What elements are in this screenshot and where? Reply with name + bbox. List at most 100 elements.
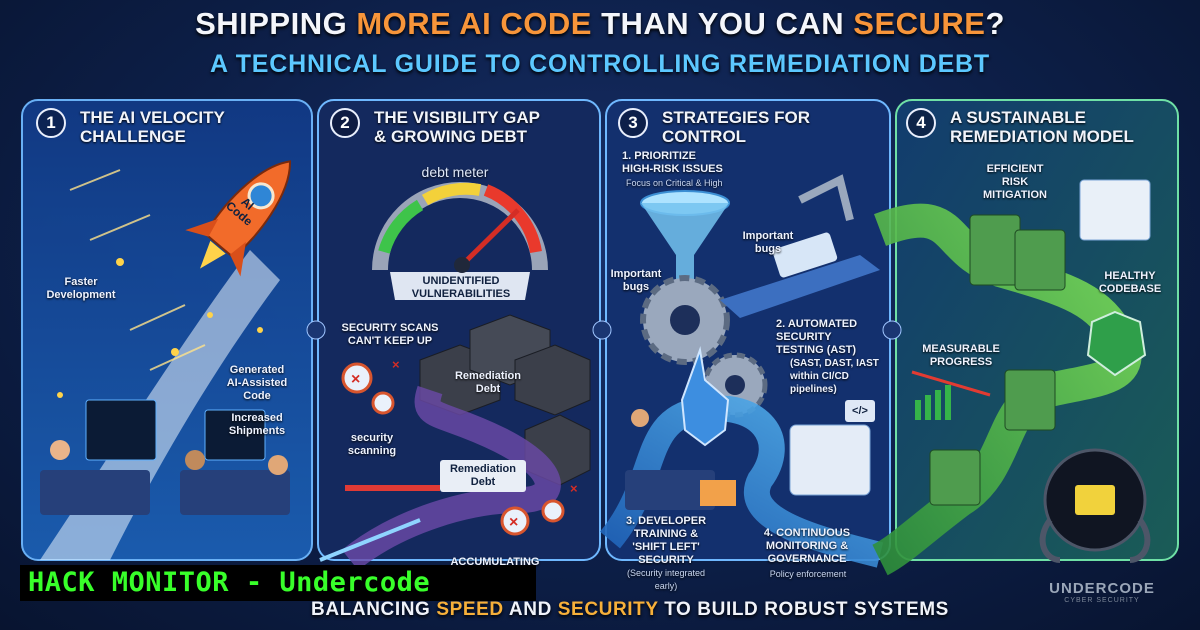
panel-2-title: THE VISIBILITY GAP & GROWING DEBT: [374, 108, 540, 146]
label-line: scanning: [347, 445, 397, 457]
label-monitoring: 4. CONTINUOUS MONITORING & GOVERNANCE: [746, 527, 868, 566]
label-line: RISK: [1001, 176, 1029, 188]
title-text: ?: [985, 6, 1005, 41]
analytics-board: [1079, 179, 1151, 241]
code-tag-box: [845, 400, 875, 422]
panel-1-title: THE AI VELOCITY CHALLENGE: [80, 108, 225, 146]
label-efficient: EFFICIENT RISK MITIGATION: [970, 163, 1060, 202]
gears: [640, 275, 768, 418]
label-line: MONITORING &: [765, 540, 849, 552]
footer-highlight: SECURITY: [557, 599, 659, 620]
label-line: Faster: [64, 276, 98, 288]
octopus-mascot: [1039, 448, 1151, 563]
label-line: MITIGATION: [983, 189, 1047, 201]
label-training: 3. DEVELOPER TRAINING & 'SHIFT LEFT' SEC…: [616, 515, 716, 567]
title-text: SHIPPING: [195, 6, 357, 41]
panel-title-line: A SUSTAINABLE: [950, 108, 1086, 127]
label-line: bugs: [754, 243, 782, 255]
label-increased-shipments: Increased Shipments: [212, 412, 302, 438]
developer-desks-3: [625, 409, 736, 510]
step-number-1: 1: [36, 108, 66, 138]
gauge-caption-line: UNIDENTIFIED: [422, 275, 500, 287]
svg-text:×: ×: [570, 481, 578, 496]
panel-title-line: CONTROL: [662, 127, 747, 146]
label-line: CODEBASE: [1098, 283, 1162, 295]
check-shield-icon: [1086, 310, 1147, 377]
label-prioritize-sub: Focus on Critical & High: [626, 178, 723, 188]
label-faster-development: Faster Development: [36, 276, 126, 302]
label-line: 'SHIFT LEFT': [632, 541, 700, 553]
label-line: HIGH-RISK ISSUES: [622, 163, 723, 175]
label-important-bugs-right: Important bugs: [738, 230, 798, 256]
label-monitoring-sub: Policy enforcement: [769, 569, 847, 579]
priority-funnel: [640, 190, 730, 320]
footer-tagline: BALANCING SPEED AND SECURITY TO BUILD RO…: [150, 599, 1110, 621]
panel-3-title: STRATEGIES FOR CONTROL: [662, 108, 810, 146]
label-line: 4. CONTINUOUS: [763, 527, 851, 539]
panel-title-line: THE VISIBILITY GAP: [374, 108, 540, 127]
title-highlight: SECURE: [853, 6, 986, 41]
panel-4-title: A SUSTAINABLE REMEDIATION MODEL: [950, 108, 1134, 146]
step-number-3: 3: [618, 108, 648, 138]
label-line: Remediation: [454, 370, 521, 382]
debt-gauge: [372, 182, 548, 300]
label-generated-code: Generated AI-Assisted Code: [212, 364, 302, 403]
label-line: Increased: [231, 412, 283, 424]
footer-highlight: SPEED: [436, 599, 504, 620]
brand-tagline: CYBER SECURITY: [1064, 597, 1140, 604]
svg-text:×: ×: [392, 357, 400, 372]
remediation-debt-sign: Remediation Debt: [440, 460, 526, 492]
panel-title-line: REMEDIATION MODEL: [950, 127, 1134, 146]
barrier: [345, 485, 440, 491]
shield-icon: [680, 346, 730, 447]
label-ast-sub: (SAST, DAST, IAST within CI/CD pipelines…: [790, 357, 890, 396]
label-line: within CI/CD: [790, 371, 849, 382]
developer-desks-1: [40, 399, 290, 515]
label-scans: SECURITY SCANS CAN'T KEEP UP: [330, 322, 450, 348]
title-text: THAN YOU CAN: [591, 6, 854, 41]
panel-title-line: CHALLENGE: [80, 127, 186, 146]
label-line: Important: [610, 268, 662, 280]
label-training-sub: (Security integrated early): [612, 567, 720, 593]
label-line: bugs: [622, 281, 650, 293]
label-healthy: HEALTHY CODEBASE: [1090, 270, 1170, 296]
label-line: EFFICIENT: [986, 163, 1044, 175]
gauge-caption: UNIDENTIFIED VULNERABILITIES: [396, 275, 526, 301]
step-number-4: 4: [906, 108, 936, 138]
label-line: MEASURABLE: [922, 343, 1000, 355]
gauge-caption-line: VULNERABILITIES: [411, 288, 511, 300]
svg-text:×: ×: [509, 514, 518, 531]
label-ast: 2. AUTOMATED SECURITY TESTING (AST): [776, 318, 886, 357]
label-important-bugs-left: Important bugs: [606, 268, 666, 294]
progress-bars: [911, 370, 991, 420]
label-line: early): [654, 581, 678, 591]
server-stacks: [929, 214, 1066, 506]
main-title: SHIPPING MORE AI CODE THAN YOU CAN SECUR…: [0, 6, 1200, 42]
label-line: Remediation: [449, 463, 516, 475]
panel-title-line: STRATEGIES FOR: [662, 108, 810, 127]
panel-title-line: & GROWING DEBT: [374, 127, 527, 146]
label-line: (Security integrated: [626, 568, 706, 578]
label-line: TESTING (AST): [776, 344, 857, 356]
label-line: Important: [742, 230, 794, 242]
monitoring-dashboard: [789, 424, 871, 496]
footer-text: BALANCING: [311, 599, 437, 620]
label-line: security: [350, 432, 394, 444]
label-line: HEALTHY: [1104, 270, 1156, 282]
label-line: Generated: [229, 364, 285, 376]
label-measurable: MEASURABLE PROGRESS: [906, 343, 1016, 369]
label-line: Development: [46, 289, 116, 301]
label-line: 3. DEVELOPER: [625, 515, 707, 527]
label-prioritize: 1. PRIORITIZE HIGH-RISK ISSUES: [622, 150, 742, 176]
brand-logo-text: UNDERCODE: [1049, 580, 1155, 597]
label-security-scanning: security scanning: [332, 432, 412, 458]
label-line: Shipments: [228, 425, 286, 437]
magnifier-icons: × × × ×: [341, 357, 578, 536]
svg-text:×: ×: [351, 371, 360, 388]
footer-text: AND: [503, 599, 558, 620]
label-line: SECURITY: [776, 331, 832, 343]
label-line: 2. AUTOMATED: [776, 318, 858, 330]
label-line: GOVERNANCE: [767, 553, 847, 565]
conveyor-belt: [720, 174, 880, 318]
